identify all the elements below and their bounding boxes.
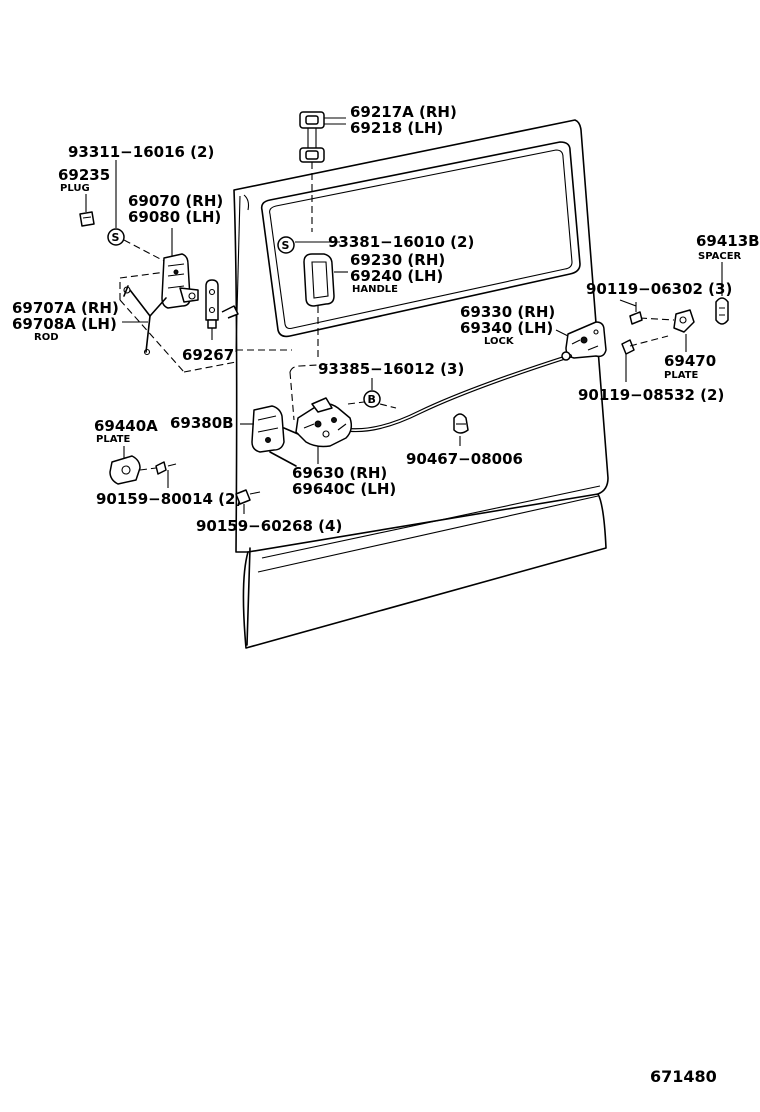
label-69230: 69230 (RH) [350,251,445,269]
label-69218: 69218 (LH) [350,119,443,137]
label-69380b: 69380B [170,414,234,432]
diagram-reference-code: 671480 [650,1067,717,1086]
plate-69440a [109,455,141,485]
striker-plate-69470 [639,309,695,333]
label-lock: LOCK [484,336,515,347]
label-90119-08532: 90119−08532 (2) [578,386,724,404]
screw-90159-60268 [235,489,261,514]
plug-part [79,211,95,227]
label-69413b: 69413B [696,232,760,250]
label-69217a: 69217A (RH) [350,103,457,121]
label-69630: 69630 (RH) [292,464,387,482]
label-plate-right: PLATE [664,370,698,381]
upper-roller-bracket [299,111,346,232]
label-93311: 93311−16016 (2) [68,143,214,161]
label-93381: 93381−16010 (2) [328,233,474,251]
center-lock-69630 [295,397,353,464]
label-spacer: SPACER [698,251,742,262]
door-rod [123,285,167,356]
label-69708a: 69708A (LH) [12,315,117,333]
clip-90467 [453,413,469,446]
lock-cable [348,351,572,433]
label-69240: 69240 (LH) [350,267,443,285]
door-inner-panel-outline [119,271,337,421]
label-69330: 69330 (RH) [460,303,555,321]
label-69440a: 69440A [94,417,158,435]
screw-90159-80014 [139,461,177,488]
label-plate-left: PLATE [96,434,130,445]
label-69707a: 69707A (RH) [12,299,119,317]
remote-control-69380b [251,405,299,467]
label-90467: 90467−08006 [406,450,523,468]
bolt-90119-08532 [621,335,669,382]
label-69080: 69080 (LH) [128,208,221,226]
inside-handle-69230 [303,253,335,360]
svg-text:S: S [112,231,120,244]
label-plug: PLUG [60,183,90,194]
door-window-frame [260,141,581,338]
label-rod: ROD [34,332,59,343]
door-lock-69330 [565,321,607,359]
label-90119-06302: 90119−06302 (3) [586,280,732,298]
label-69235: 69235 [58,166,110,184]
label-90159-80014: 90159−80014 (2) [96,490,242,508]
label-69070: 69070 (RH) [128,192,223,210]
label-69640c: 69640C (LH) [292,480,396,498]
outside-handle-69070 [161,253,199,309]
label-69470: 69470 [664,352,716,370]
bolt-90119-06302 [629,302,643,325]
screw-marker-s-left: S [107,228,125,246]
spacer-69413b [715,297,729,325]
label-69340: 69340 (LH) [460,319,553,337]
svg-text:B: B [368,393,376,406]
label-90159-60268: 90159−60268 (4) [196,517,342,535]
label-93385: 93385−16012 (3) [318,360,464,378]
screw-marker-s-handle: S [277,236,295,254]
bracket-69267 [205,279,239,340]
screw-marker-b: B [363,390,381,408]
svg-text:S: S [282,239,290,252]
label-handle: HANDLE [352,284,398,295]
sliding-door-panel [233,119,609,649]
label-69267: 69267 [182,346,234,364]
